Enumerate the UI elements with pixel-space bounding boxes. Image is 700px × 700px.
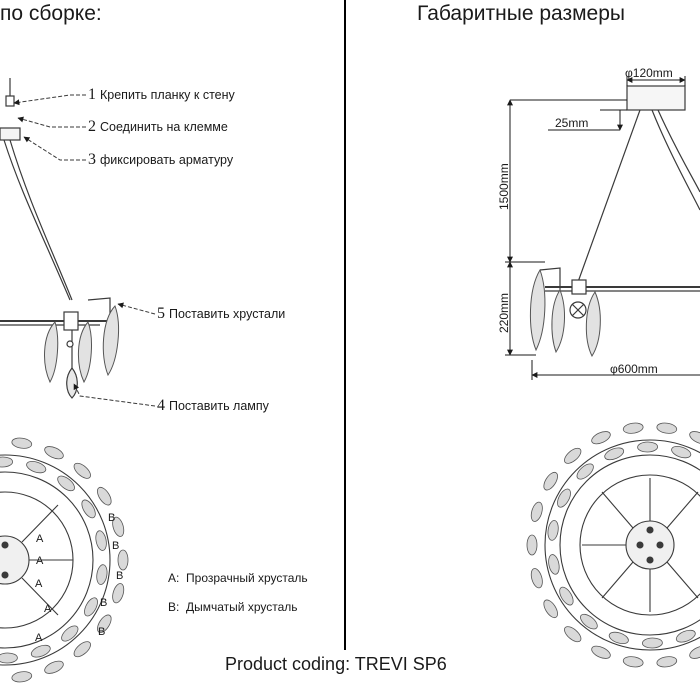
- step-4-text: Поставить лампу: [169, 399, 269, 413]
- step-3-number: 3: [88, 151, 96, 168]
- crystal-petal: [96, 564, 108, 585]
- crystal-petal: [675, 629, 696, 643]
- step-2: 2 Соединить на клемме: [88, 118, 228, 136]
- legend-key-b: B:: [168, 600, 180, 614]
- assembly-top-view: [0, 454, 111, 666]
- step-5-number: 5: [157, 305, 165, 322]
- crystal-petal: [591, 431, 611, 445]
- crystal-petal: [656, 656, 678, 668]
- crystal-petal: [26, 460, 47, 474]
- step-5-text: Поставить хрустали: [169, 307, 286, 321]
- crystal-petal: [637, 441, 658, 453]
- crystal-petal: [0, 652, 18, 664]
- crystal-petal: [117, 549, 129, 571]
- dim-canopy-diameter: φ120mm: [625, 66, 673, 80]
- legend-key-a: A:: [168, 571, 180, 585]
- crystal-petal: [44, 446, 64, 460]
- crystal-mark: B: [100, 597, 108, 609]
- crystal-petal: [608, 631, 629, 645]
- dim-body-height: 220mm: [497, 292, 511, 333]
- crystal-petal: [11, 437, 33, 449]
- crystal-mark: B: [108, 512, 116, 524]
- crystal-petal: [564, 447, 582, 464]
- crystal-petal: [689, 431, 700, 445]
- crystal-mark: A: [35, 632, 43, 644]
- crystal-mark: B: [116, 570, 124, 582]
- crystal-petal: [11, 671, 33, 683]
- crystal-petal: [622, 422, 644, 434]
- crystal-petal: [557, 488, 571, 508]
- crystal-mark: A: [36, 533, 44, 545]
- step-4-number: 4: [157, 397, 165, 414]
- crystal-petal: [44, 660, 64, 674]
- top-view-crystals-left: [0, 437, 129, 683]
- dimensions-heading: Габаритные размеры: [417, 2, 625, 25]
- step-5: 5 Поставить хрустали: [157, 305, 285, 323]
- crystal-petal: [0, 456, 13, 468]
- dimension-lines: [505, 76, 700, 380]
- crystal-petal: [591, 645, 611, 659]
- dimension-crystals-side: [529, 268, 601, 358]
- step-3: 3 фиксировать арматуру: [88, 151, 233, 169]
- crystal-pendants-side: [44, 305, 120, 384]
- crystal-petal: [689, 645, 700, 659]
- dimension-top-view: [544, 439, 700, 651]
- crystal-petal: [112, 516, 125, 537]
- step-1: 1 Крепить планку к стену: [88, 86, 235, 104]
- crystal-petal: [81, 499, 96, 519]
- crystal-petal: [530, 568, 543, 589]
- crystal-mark: B: [112, 540, 120, 552]
- crystal-petal: [526, 534, 538, 556]
- step-3-text: фиксировать арматуру: [100, 153, 234, 167]
- crystal-petal: [580, 613, 598, 630]
- step-leaders: [13, 94, 156, 407]
- crystal-petal: [559, 586, 574, 606]
- crystal-petal: [564, 626, 582, 643]
- crystal-petal: [671, 445, 692, 459]
- crystal-petal: [548, 554, 560, 575]
- legend-text-b: Дымчатый хрусталь: [186, 600, 298, 614]
- step-1-text: Крепить планку к стену: [100, 88, 235, 102]
- crystal-petal: [530, 501, 543, 522]
- dim-suspension-height: 1500mm: [497, 163, 511, 210]
- crystal-petal: [656, 422, 678, 434]
- crystal-petal: [57, 475, 75, 492]
- legend-text-a: Прозрачный хрусталь: [186, 571, 308, 585]
- crystal-petal: [576, 463, 594, 480]
- crystal-mark: A: [35, 578, 43, 590]
- crystal-petal: [642, 637, 663, 649]
- crystal-petal: [30, 644, 51, 658]
- legend-clear-crystal: A: Прозрачный хрусталь: [168, 571, 308, 585]
- crystal-petal: [543, 599, 558, 619]
- assembly-heading: по сборке:: [0, 2, 102, 25]
- product-coding: Product coding: TREVI SP6: [225, 654, 447, 674]
- top-view-crystals-right: [526, 422, 700, 668]
- crystal-petal: [112, 583, 125, 604]
- crystal-petal: [543, 471, 558, 491]
- crystal-petal: [604, 447, 625, 461]
- dim-canopy-height: 25mm: [555, 116, 589, 130]
- crystal-petal: [95, 530, 107, 551]
- crystal-petal: [61, 625, 79, 642]
- crystal-petal: [97, 486, 112, 506]
- crystal-petal: [622, 656, 644, 668]
- step-4: 4 Поставить лампу: [157, 397, 269, 415]
- crystal-mark: A: [44, 603, 52, 615]
- crystal-petal: [84, 597, 98, 617]
- crystal-petal: [73, 462, 91, 479]
- assembly-side-view: [0, 78, 111, 399]
- dim-diameter: φ600mm: [610, 362, 658, 376]
- step-2-text: Соединить на клемме: [100, 120, 228, 134]
- crystal-petal: [97, 614, 112, 634]
- legend-smoky-crystal: B: Дымчатый хрусталь: [168, 600, 298, 614]
- crystal-mark: B: [98, 626, 106, 638]
- step-2-number: 2: [88, 118, 96, 135]
- crystal-mark: A: [36, 555, 44, 567]
- step-1-number: 1: [88, 86, 96, 103]
- crystal-petal: [547, 520, 559, 541]
- crystal-petal: [73, 641, 91, 658]
